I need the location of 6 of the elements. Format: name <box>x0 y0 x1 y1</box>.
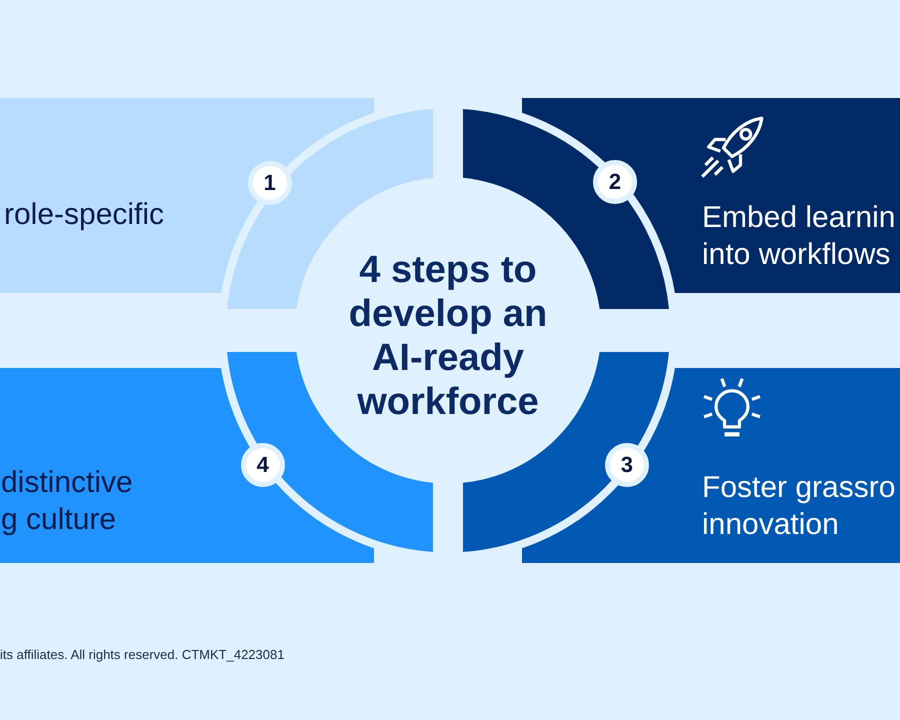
copyright-note: its affiliates. All rights reserved. CTMKT_4223081 <box>0 647 284 662</box>
step-text: Embed learnin into workflows <box>702 200 896 273</box>
step-text: role-specific <box>4 197 166 233</box>
step-text: Foster grassro innovation <box>702 470 896 543</box>
step-text: distinctive g culture <box>1 465 134 538</box>
center-heading: 4 steps to develop an AI-ready workforce <box>348 248 548 424</box>
